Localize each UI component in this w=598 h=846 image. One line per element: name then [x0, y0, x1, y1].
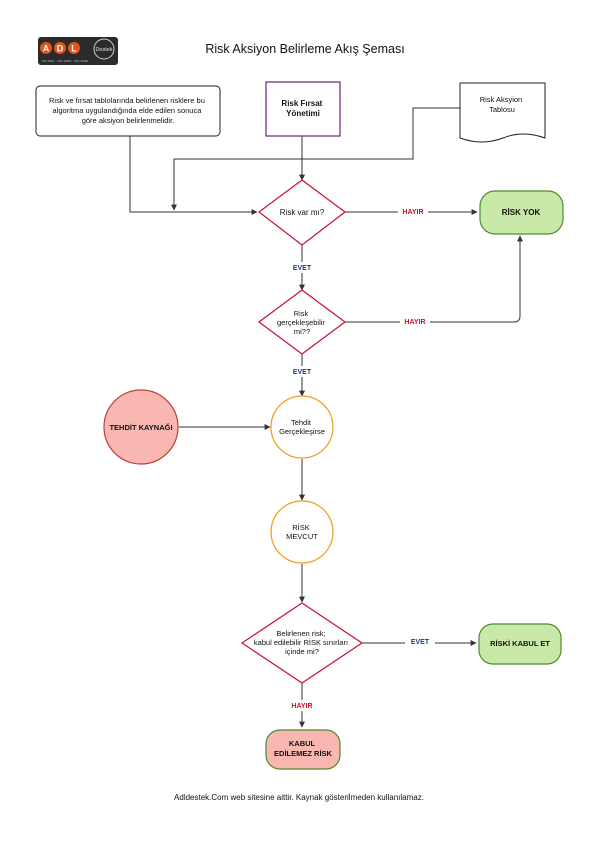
d2-line-1: Risk — [294, 309, 309, 318]
svg-text:Risk Fırsat Yönetimi: Risk Fırsat Yönetimi — [281, 99, 324, 118]
tehdit-line-2: Gerçekleşirse — [279, 427, 325, 436]
riskyok-text: RİSK YOK — [502, 208, 541, 217]
note-line-2: algoritma uygulandığında elde edilen son… — [53, 106, 203, 115]
kabul-edilemez-line-1: KABUL — [289, 739, 316, 748]
logo-word: Destek — [95, 47, 112, 53]
rfy-line-2: Yönetimi — [286, 109, 320, 118]
tehdit-gerceklesirse-circle: Tehdit Gerçekleşirse — [270, 395, 334, 459]
risk-aksiyon-tablosu-document: Risk Aksyion Tablosu — [459, 82, 546, 143]
mevcut-line-1: RİSK — [292, 523, 310, 532]
risk-mevcut-circle: RİSK MEVCUT — [270, 500, 334, 564]
adl-destek-logo: A D L Destek ISO 9001 · ISO 14001 · ISO … — [38, 37, 118, 65]
edge-note-to-d1 — [129, 136, 258, 215]
logo-letter-a: A — [43, 44, 50, 54]
tehdit-line-1: Tehdit — [291, 418, 312, 427]
edge-d2-to-riskyok — [345, 235, 523, 323]
kaynak-text: TEHDİT KAYNAĞI — [109, 423, 172, 432]
note-box: Risk ve fırsat tablolarında belirlenen r… — [35, 85, 221, 137]
note-line-3: göre aksiyon belirlenmelidir. — [82, 116, 175, 125]
mevcut-line-2: MEVCUT — [286, 532, 318, 541]
footer-copyright: Adldestek.Com web sitesine aittir. Kayna… — [174, 793, 424, 802]
risk-firsat-yonetimi-box: Risk Fırsat Yönetimi — [265, 81, 341, 137]
tehdit-kaynagi-circle: TEHDİT KAYNAĞI — [103, 389, 179, 465]
label-d3-hayir: HAYIR — [291, 703, 312, 710]
decision-risk-var-mi: Risk var mı? — [258, 179, 346, 246]
logo-letter-d: D — [57, 44, 64, 54]
doc-line-2: Tablosu — [489, 105, 515, 114]
note-line-1: Risk ve fırsat tablolarında belirlenen r… — [49, 96, 205, 105]
d3-line-2: kabul edilebilir RİSK sınırları — [254, 638, 348, 647]
svg-text:Risk gerçekleşebilir: Risk gerçekleşebilir mi?? — [277, 309, 327, 336]
label-d1-evet: EVET — [293, 265, 312, 272]
doc-line-1: Risk Aksyion — [480, 95, 523, 104]
d2-line-2: gerçekleşebilir — [277, 318, 325, 327]
label-d1-hayir: HAYIR — [402, 209, 423, 216]
riski-kabul-et-terminal: RİSKİ KABUL ET — [478, 623, 562, 665]
svg-text:RİSK MEVCUT: RİSK MEVCUT — [286, 523, 318, 541]
label-d2-evet: EVET — [293, 369, 312, 376]
svg-text:KABUL EDİLEMEZ RİSK: KABUL EDİLEMEZ RİSK — [274, 739, 333, 758]
d2-line-3: mi?? — [294, 327, 310, 336]
logo-letter-l: L — [71, 44, 77, 54]
d3-line-3: içinde mi? — [285, 647, 319, 656]
risk-yok-terminal: RİSK YOK — [479, 190, 564, 235]
edge-labels: HAYIR EVET HAYIR EVET EVET HAYIR — [287, 206, 435, 711]
page-title: Risk Aksiyon Belirleme Akış Şeması — [205, 42, 405, 56]
svg-text:Belirlenen risk; kabul: Belirlenen risk; kabul edilebilir RİSK s… — [254, 629, 350, 656]
svg-text:Risk ve fırsat tablolarında be: Risk ve fırsat tablolarında belirlenen r… — [49, 96, 207, 125]
d3-line-1: Belirlenen risk; — [276, 629, 325, 638]
logo-tagline: ISO 9001 · ISO 14001 · ISO 45001 — [42, 59, 89, 63]
d1-text: Risk var mı? — [280, 208, 325, 217]
label-d3-evet: EVET — [411, 639, 430, 646]
kabul-text: RİSKİ KABUL ET — [490, 639, 550, 648]
edge-doc-to-junction — [171, 107, 460, 211]
decision-risk-gerceklesebilir: Risk gerçekleşebilir mi?? — [257, 289, 347, 355]
svg-text:Risk Aksyion Tablosu: Risk Aksyion Tablosu — [480, 95, 525, 114]
kabul-edilemez-risk-terminal: KABUL EDİLEMEZ RİSK — [265, 729, 341, 770]
kabul-edilemez-line-2: EDİLEMEZ RİSK — [274, 749, 333, 758]
label-d2-hayir: HAYIR — [404, 319, 425, 326]
rfy-line-1: Risk Fırsat — [281, 99, 322, 108]
decision-kabul-edilebilir: Belirlenen risk; kabul edilebilir RİSK s… — [240, 602, 364, 684]
svg-text:Tehdit Gerçekleşirse: Tehdit Gerçekleşirse — [279, 418, 325, 436]
